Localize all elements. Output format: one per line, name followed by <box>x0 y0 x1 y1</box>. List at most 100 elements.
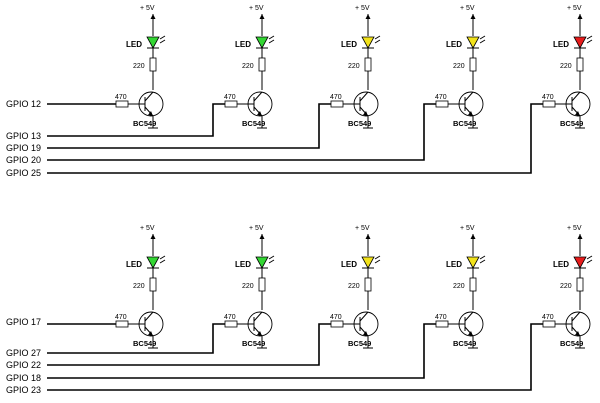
emitter-arrow-icon <box>257 111 262 116</box>
transistor-label: BC549 <box>560 339 583 348</box>
resistor-470 <box>224 100 238 108</box>
transistor-label: BC549 <box>242 339 265 348</box>
supply-label: + 5V <box>140 5 155 12</box>
led-label: LED <box>126 40 142 49</box>
resistor-220 <box>576 277 584 292</box>
led-triangle-icon <box>255 36 269 49</box>
light-emission-icon <box>586 255 593 264</box>
gpio-bus <box>47 323 543 391</box>
supply-arrow-icon <box>470 14 476 19</box>
gpio-label: GPIO 17 <box>6 317 41 327</box>
gpio-label: GPIO 19 <box>6 143 41 153</box>
emitter-arrow-icon <box>148 111 153 116</box>
resistor-220-label: 220 <box>133 283 145 290</box>
led-label: LED <box>446 40 462 49</box>
resistor-470-label: 470 <box>542 94 554 101</box>
emitter-arrow-icon <box>468 111 473 116</box>
gpio-label: GPIO 12 <box>6 99 41 109</box>
light-emission-icon <box>374 35 381 44</box>
supply-arrow-icon <box>577 14 583 19</box>
resistor-220-label: 220 <box>242 283 254 290</box>
supply-arrow-icon <box>470 234 476 239</box>
supply-arrow-icon <box>150 14 156 19</box>
resistor-470 <box>435 100 449 108</box>
transistor-collector <box>571 91 581 102</box>
resistor-470 <box>542 100 556 108</box>
emission-ray <box>479 39 486 44</box>
supply-label: + 5V <box>567 5 582 12</box>
resistor-470 <box>435 320 449 328</box>
transistor-label: BC549 <box>133 339 156 348</box>
supply-label: + 5V <box>460 5 475 12</box>
supply-arrow-icon <box>577 234 583 239</box>
emitter-arrow-icon <box>575 111 580 116</box>
transistor-label: BC549 <box>348 339 371 348</box>
light-emission-icon <box>159 255 166 264</box>
resistor-220-label: 220 <box>560 283 572 290</box>
resistor-220-label: 220 <box>560 63 572 70</box>
emission-ray <box>374 255 381 260</box>
light-emission-icon <box>479 255 486 264</box>
gpio-bus <box>47 103 436 161</box>
emission-ray <box>159 259 166 264</box>
gpio-bus <box>47 103 225 137</box>
emission-ray <box>586 259 593 264</box>
transistor-collector <box>359 91 369 102</box>
gpio-bus <box>47 323 436 379</box>
resistor-470 <box>115 100 129 108</box>
led-label: LED <box>446 260 462 269</box>
led-triangle-icon <box>466 256 480 269</box>
supply-arrow-icon <box>150 234 156 239</box>
gpio-bus <box>47 103 543 174</box>
gpio-bus <box>47 323 331 366</box>
emitter-arrow-icon <box>363 331 368 336</box>
resistor-470-label: 470 <box>115 314 127 321</box>
light-emission-icon <box>586 35 593 44</box>
transistor-collector <box>359 311 369 322</box>
supply-label: + 5V <box>249 225 264 232</box>
supply-label: + 5V <box>140 225 155 232</box>
led-label: LED <box>126 260 142 269</box>
emitter-arrow-icon <box>468 331 473 336</box>
transistor-collector <box>571 311 581 322</box>
emission-ray <box>159 255 166 260</box>
gpio-label: GPIO 20 <box>6 155 41 165</box>
light-emission-icon <box>374 255 381 264</box>
light-emission-icon <box>268 255 275 264</box>
transistor-label: BC549 <box>560 119 583 128</box>
resistor-220 <box>149 277 157 292</box>
resistor-470 <box>115 320 129 328</box>
supply-label: + 5V <box>355 5 370 12</box>
resistor-470 <box>330 320 344 328</box>
transistor-label: BC549 <box>453 119 476 128</box>
led-triangle-icon <box>573 36 587 49</box>
resistor-470 <box>542 320 556 328</box>
light-emission-icon <box>159 35 166 44</box>
emission-ray <box>268 255 275 260</box>
gpio-label: GPIO 27 <box>6 348 41 358</box>
light-emission-icon <box>479 35 486 44</box>
resistor-470-label: 470 <box>224 94 236 101</box>
transistor-label: BC549 <box>133 119 156 128</box>
gpio-bus <box>47 103 331 149</box>
supply-arrow-icon <box>365 14 371 19</box>
resistor-220 <box>364 57 372 72</box>
emission-ray <box>479 255 486 260</box>
resistor-470 <box>224 320 238 328</box>
led-triangle-icon <box>573 256 587 269</box>
gpio-label: GPIO 18 <box>6 373 41 383</box>
resistor-470-label: 470 <box>330 94 342 101</box>
resistor-220-label: 220 <box>453 63 465 70</box>
emission-ray <box>374 35 381 40</box>
emitter-arrow-icon <box>148 331 153 336</box>
transistor-label: BC549 <box>348 119 371 128</box>
supply-arrow-icon <box>259 14 265 19</box>
